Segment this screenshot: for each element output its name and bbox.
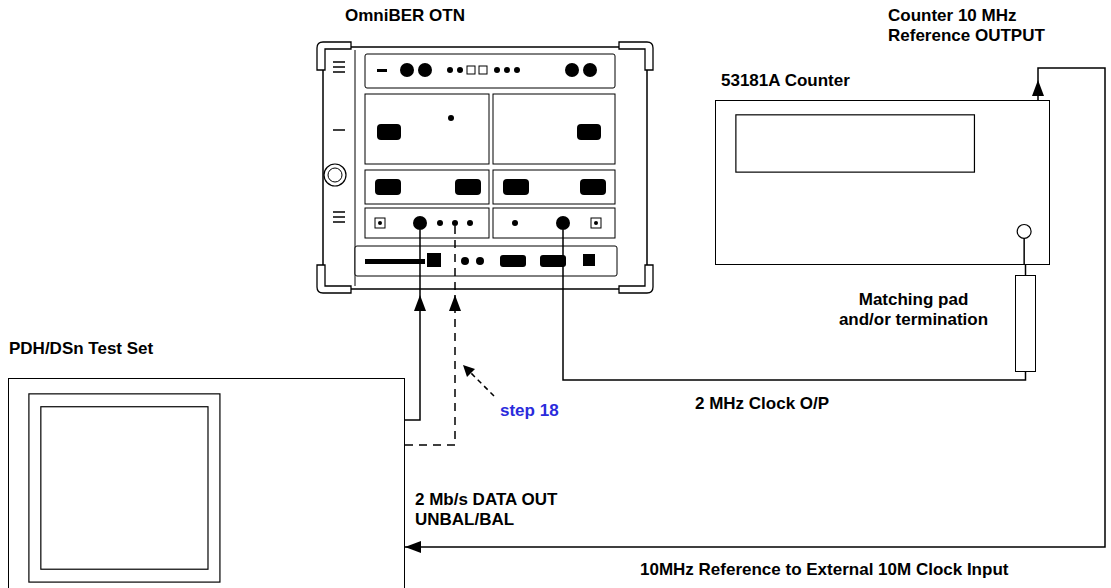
- screen: [41, 407, 208, 569]
- screen-bezel: [29, 394, 220, 582]
- module-port: [580, 179, 606, 195]
- handle: [328, 168, 342, 182]
- panel-knob: [565, 63, 579, 77]
- panel-led: [457, 67, 463, 73]
- counter-box: 53181A Counter: [715, 100, 1050, 265]
- panel-knob: [418, 63, 432, 77]
- module-port: [577, 124, 601, 140]
- side-mark: [333, 221, 345, 223]
- node-heading: PDH/DSn Test Set: [9, 339, 249, 359]
- side-mark: [333, 216, 345, 218]
- corner-bumper: [619, 265, 653, 293]
- edge-label: 2 MHz Clock O/P: [695, 394, 915, 414]
- side-mark: [333, 71, 345, 73]
- callout-leader: [470, 372, 494, 396]
- test-instrument-art: [315, 40, 655, 295]
- connector-jack: [378, 221, 382, 225]
- connector-jack: [591, 218, 601, 228]
- connector-jack: [413, 216, 427, 230]
- base-control: [476, 257, 484, 265]
- panel-knob: [583, 63, 597, 77]
- test-set-box-art: [9, 379, 404, 588]
- node-title: PDH/DSn Test Set: [9, 339, 249, 359]
- node-title: 53181A Counter: [721, 71, 941, 91]
- node-heading: Matching pad and/or termination: [831, 290, 996, 330]
- panel-button: [479, 66, 487, 74]
- base-control: [427, 253, 441, 267]
- connector-jack: [594, 221, 598, 225]
- panel-led: [448, 115, 454, 121]
- connector-jack: [452, 220, 458, 226]
- side-mark: [333, 211, 345, 213]
- callout-arrowhead: [463, 365, 475, 377]
- connector-group: [405, 68, 1105, 547]
- counter-box-art: [716, 101, 1049, 264]
- module-panel: [365, 94, 489, 164]
- base-control: [500, 255, 526, 267]
- connector-jack: [375, 218, 385, 228]
- corner-bumper: [619, 42, 653, 70]
- cable-stub: [454, 226, 456, 295]
- side-mark: [333, 129, 345, 131]
- node-title: Matching pad and/or termination: [831, 290, 996, 330]
- signal-cable: [405, 295, 420, 420]
- panel-led: [447, 67, 453, 73]
- cable-stub: [1023, 238, 1024, 264]
- signal-cable: [405, 68, 1105, 547]
- test-instrument: OmniBER OTN: [315, 40, 655, 295]
- panel-knob: [400, 63, 414, 77]
- panel-led: [494, 67, 500, 73]
- callout-step: step 18: [500, 401, 590, 421]
- connector-jack: [556, 216, 570, 230]
- module-port: [377, 124, 401, 140]
- instrument-frame: [323, 47, 647, 289]
- matching-pad: Matching pad and/or termination: [1015, 275, 1036, 372]
- corner-bumper: [317, 265, 351, 293]
- edge-label: 10MHz Reference to External 10M Clock In…: [640, 560, 1100, 580]
- connector-jack: [467, 220, 473, 226]
- module-panel: [493, 208, 615, 238]
- cable-stub: [562, 230, 564, 295]
- panel-led: [514, 67, 520, 73]
- base-control: [583, 254, 595, 266]
- signal-cable: [1025, 265, 1027, 275]
- counter-display: [736, 115, 975, 172]
- node-heading: 53181A Counter: [721, 71, 941, 91]
- side-mark: [333, 66, 345, 68]
- cable-stub: [419, 230, 421, 295]
- side-mark: [333, 61, 345, 63]
- panel-control: [377, 69, 387, 72]
- node-title: OmniBER OTN: [345, 6, 565, 26]
- module-port: [375, 179, 401, 195]
- module-panel: [493, 170, 615, 204]
- signal-cable: [405, 295, 455, 445]
- base-control: [461, 257, 469, 265]
- handle: [324, 164, 346, 186]
- test-set-box: PDH/DSn Test Set: [8, 378, 405, 588]
- module-panel: [493, 94, 615, 164]
- panel-button: [467, 66, 475, 74]
- panel-led: [504, 67, 510, 73]
- input-connector: [1017, 224, 1031, 238]
- module-port: [503, 179, 529, 195]
- edge-label: 2 Mb/s DATA OUT UNBAL/BAL: [415, 490, 590, 530]
- node-heading: OmniBER OTN: [345, 6, 565, 26]
- base-control: [365, 259, 425, 264]
- base-strip: [355, 246, 617, 276]
- connector-jack: [512, 220, 518, 226]
- base-control: [540, 255, 566, 267]
- connector-jack: [437, 220, 443, 226]
- signal-note: Counter 10 MHz Reference OUTPUT: [888, 6, 1073, 46]
- front-panel: [365, 54, 615, 88]
- corner-bumper: [317, 42, 351, 70]
- module-panel: [365, 208, 489, 238]
- output-arrowhead: [1032, 80, 1044, 96]
- module-panel: [365, 170, 489, 204]
- module-port: [455, 179, 481, 195]
